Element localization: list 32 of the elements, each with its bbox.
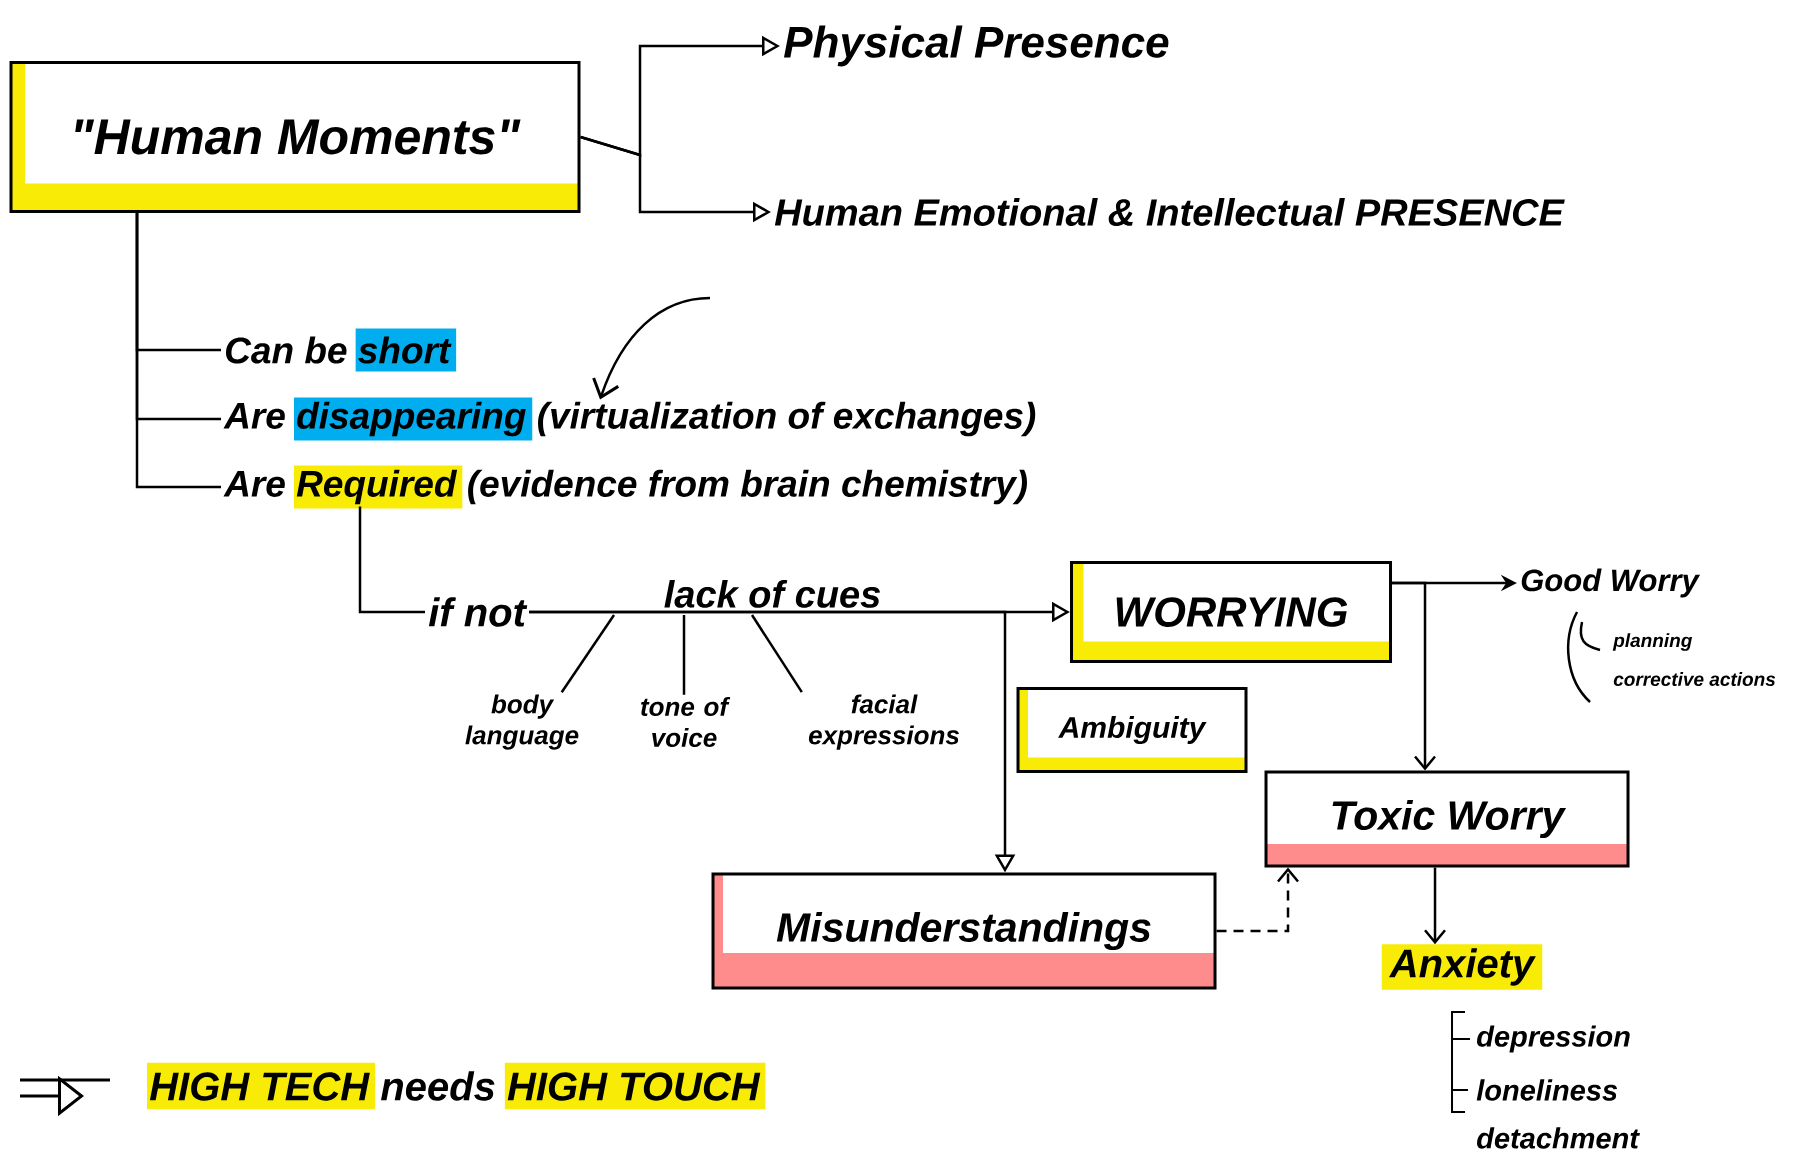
highlighted-text: Anxiety [1381,944,1543,990]
concept-box: "Human Moments" [9,61,581,213]
leader-line [750,614,803,693]
note-text: detachment [1477,1127,1640,1149]
concept-text: Physical Presence [784,25,1169,67]
cue-text: facial expressions [808,694,959,750]
note-text: HIGH TECH needs HIGH TOUCH [147,1062,766,1110]
concept-text: Good Worry [1521,568,1701,598]
concept-box: WORRYING [1070,561,1392,663]
cue-text: body language [465,694,579,750]
connector-line [358,506,425,614]
arrow [1424,867,1446,945]
concept-box: Misunderstandings [711,872,1217,990]
arrow [592,296,711,400]
arrow [1216,867,1299,933]
note-text: loneliness [1476,1079,1618,1101]
note-text: depression [1477,1025,1630,1053]
concept-box: Toxic Worry [1264,770,1630,868]
note-text: corrective actions [1613,672,1776,686]
concept-text: Can be short [226,328,457,372]
edge-label: lack of cues [662,578,883,609]
connector-line [135,213,221,489]
concept-text: Are Required (evidence from brain chemistry) [223,465,1027,509]
leader-line [682,615,686,695]
cue-text: tone of voice [641,696,731,748]
note-text: planning [1612,633,1693,651]
concept-text: if not [428,597,528,627]
concept-text: Human Emotional & Intellectual PRESENCE [774,198,1565,226]
arrow [1392,581,1436,771]
concept-text: Are disappearing (virtualization of exchanges) [223,397,1036,441]
concept-box: Ambiguity [1016,687,1248,773]
leader-line [560,614,616,693]
